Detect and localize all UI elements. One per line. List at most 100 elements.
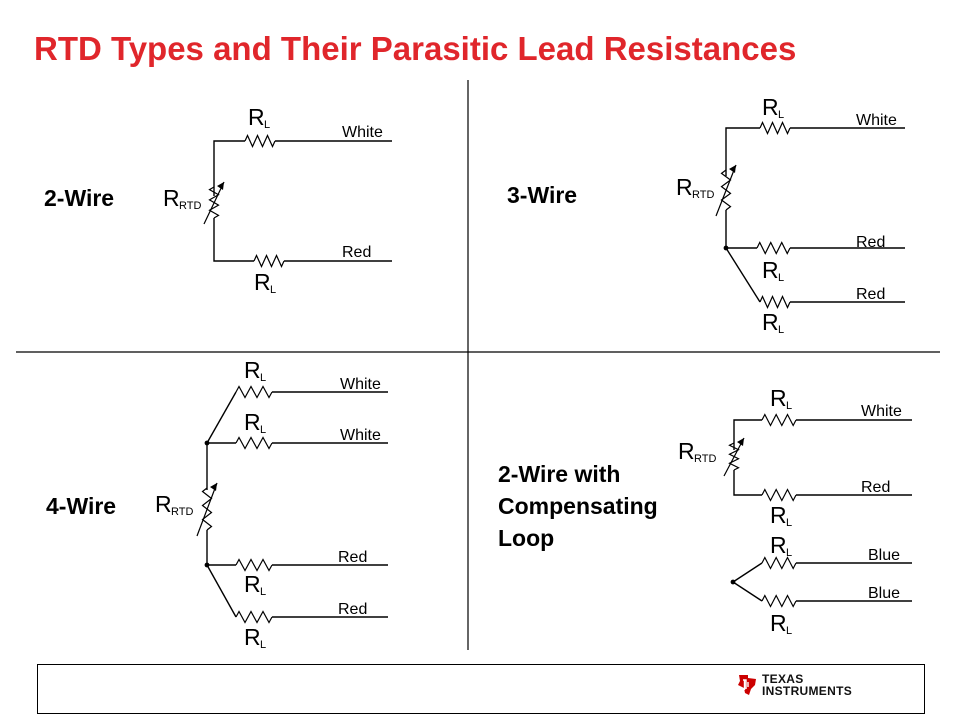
rtd-symbol: R — [676, 174, 693, 200]
lead-resistor-symbol — [235, 385, 273, 399]
lead-resistance-subscript: L — [778, 272, 784, 284]
rtd-symbol: R — [163, 185, 180, 211]
lead-resistance-subscript: L — [260, 586, 266, 598]
lead-resistor-symbol — [244, 134, 276, 148]
variable-arrowhead — [217, 182, 224, 190]
wire-color-label: Red — [856, 234, 885, 251]
wire-color-label: Blue — [868, 585, 900, 602]
lead-resistor-symbol — [761, 594, 797, 608]
lead-resistance-subscript: L — [786, 517, 792, 529]
variable-arrowhead — [729, 165, 736, 173]
lead-resistor-symbol — [759, 121, 791, 135]
lead-resistance-symbol: R — [244, 357, 261, 383]
lead-resistance-symbol: R — [770, 610, 787, 636]
lead-resistor-symbol — [761, 488, 797, 502]
wire-color-label: Red — [338, 549, 367, 566]
rtd-symbol: R — [155, 491, 172, 517]
rtd-subscript: RTD — [692, 189, 714, 201]
wire-color-label: White — [340, 427, 381, 444]
lead-resistance-symbol: R — [244, 624, 261, 650]
four-wire-label: 4-Wire — [46, 493, 116, 519]
lead-resistance-subscript: L — [786, 625, 792, 637]
lead-resistance-subscript: L — [260, 424, 266, 436]
footer-bar — [37, 664, 925, 714]
ti-state-icon — [738, 675, 757, 695]
lead-resistor-symbol — [756, 241, 791, 255]
logo-line-1: TEXAS — [762, 672, 804, 686]
wire-segment — [733, 470, 762, 496]
lead-resistance-symbol: R — [770, 532, 787, 558]
wire-segment — [206, 564, 237, 618]
rtd-subscript: RTD — [179, 200, 201, 212]
lead-resistance-symbol: R — [244, 571, 261, 597]
rtd-subscript: RTD — [171, 506, 193, 518]
wire-segment — [732, 581, 763, 602]
lead-resistance-subscript: L — [260, 372, 266, 384]
variable-arrow — [715, 164, 737, 217]
variable-arrowhead — [737, 438, 744, 446]
lead-resistance-symbol: R — [762, 257, 779, 283]
wire-segment — [725, 127, 760, 176]
lead-resistor-symbol — [235, 558, 273, 572]
lead-resistance-symbol: R — [248, 104, 265, 130]
variable-arrow — [203, 181, 225, 225]
lead-resistance-symbol: R — [762, 94, 779, 120]
wire-segment — [733, 419, 762, 450]
wire-color-label: Red — [342, 244, 371, 261]
lead-resistance-symbol: R — [762, 309, 779, 335]
wire-color-label: Red — [861, 479, 890, 496]
wire-segment — [213, 218, 254, 262]
wire-color-label: White — [861, 403, 902, 420]
lead-resistor-symbol — [759, 295, 791, 309]
lead-resistance-subscript: L — [786, 547, 792, 559]
slide-title: RTD Types and Their Parasitic Lead Resis… — [34, 30, 797, 67]
rtd-subscript: RTD — [694, 453, 716, 465]
rtd-symbol: R — [678, 438, 695, 464]
wire-segment — [213, 140, 245, 196]
logo-line-2: INSTRUMENTS — [762, 684, 852, 698]
two-wire-label: 2-Wire — [44, 185, 114, 211]
lead-resistance-subscript: L — [264, 119, 270, 131]
wire-segment — [206, 391, 237, 444]
wire-color-label: White — [340, 376, 381, 393]
wire-color-label: Blue — [868, 547, 900, 564]
lead-resistance-symbol: R — [770, 502, 787, 528]
lead-resistor-symbol — [253, 254, 285, 268]
three-wire-label: 3-Wire — [507, 182, 577, 208]
lead-resistance-subscript: L — [778, 324, 784, 336]
lead-resistance-subscript: L — [270, 284, 276, 296]
wire-segment — [732, 562, 763, 583]
texas-instruments-logo: TEXAS INSTRUMENTS — [736, 673, 852, 697]
lead-resistance-symbol: R — [244, 409, 261, 435]
wire-color-label: Red — [338, 601, 367, 618]
compensating-label-line-1: 2-Wire with — [498, 461, 620, 487]
wire-color-label: White — [856, 112, 897, 129]
lead-resistance-subscript: L — [786, 400, 792, 412]
lead-resistance-symbol: R — [254, 269, 271, 295]
variable-arrow — [196, 482, 218, 537]
wire-segment — [725, 247, 761, 303]
lead-resistor-symbol — [235, 436, 273, 450]
lead-resistance-subscript: L — [778, 109, 784, 121]
lead-resistor-symbol — [235, 610, 273, 624]
lead-resistor-symbol — [761, 556, 797, 570]
lead-resistance-subscript: L — [260, 639, 266, 651]
wire-color-label: Red — [856, 286, 885, 303]
compensating-label-line-3: Loop — [498, 525, 554, 551]
